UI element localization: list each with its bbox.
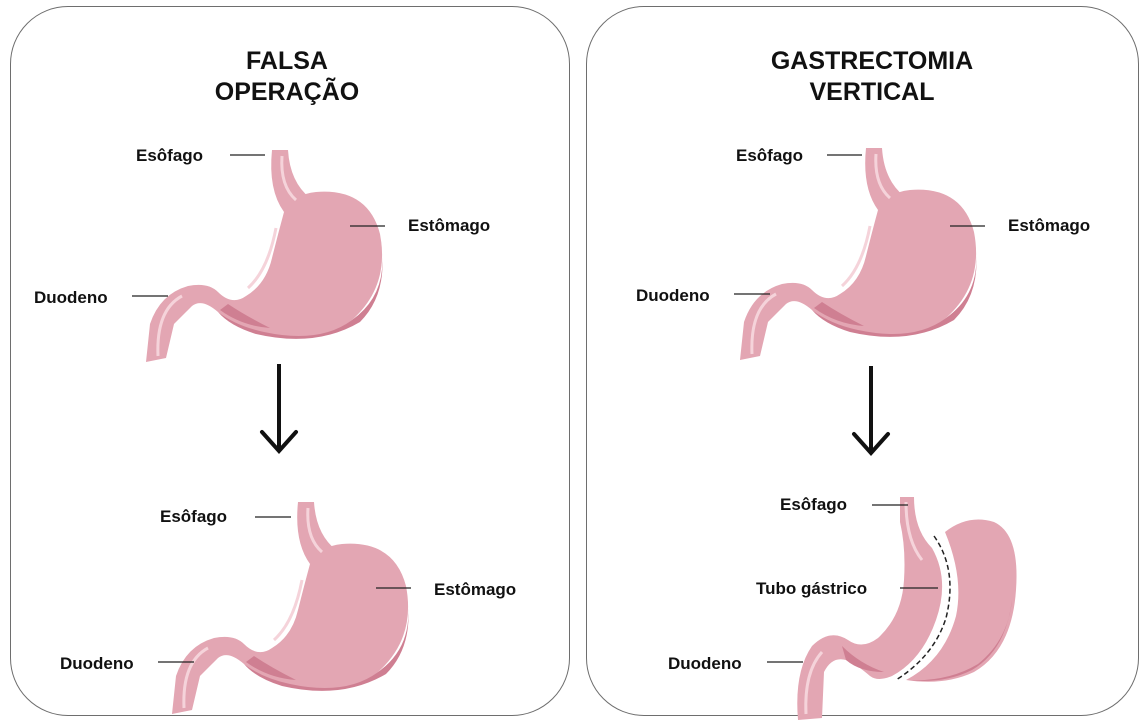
label-esofago: Esôfago (160, 507, 227, 527)
label-estomago: Estômago (1008, 216, 1090, 236)
label-estomago: Estômago (434, 580, 516, 600)
panel-left-title: FALSA OPERAÇÃO (215, 46, 359, 108)
label-tubo-gastrico: Tubo gástrico (756, 579, 867, 599)
stomach-left-bottom (172, 502, 409, 714)
title-line-1: GASTRECTOMIA (771, 46, 973, 77)
title-line-2: OPERAÇÃO (215, 77, 359, 108)
title-line-2: VERTICAL (771, 77, 973, 108)
stomach-right-top (740, 148, 977, 360)
label-estomago: Estômago (408, 216, 490, 236)
label-duodeno: Duodeno (60, 654, 134, 674)
stomach-left-top (146, 150, 383, 362)
arrow-down-left (262, 364, 296, 451)
label-duodeno: Duodeno (668, 654, 742, 674)
label-duodeno: Duodeno (636, 286, 710, 306)
stomach-right-bottom (797, 497, 1016, 720)
label-esofago: Esôfago (736, 146, 803, 166)
title-line-1: FALSA (215, 46, 359, 77)
panel-right-title: GASTRECTOMIA VERTICAL (771, 46, 973, 108)
arrow-down-right (854, 366, 888, 453)
label-esofago: Esôfago (136, 146, 203, 166)
label-duodeno: Duodeno (34, 288, 108, 308)
label-esofago: Esôfago (780, 495, 847, 515)
